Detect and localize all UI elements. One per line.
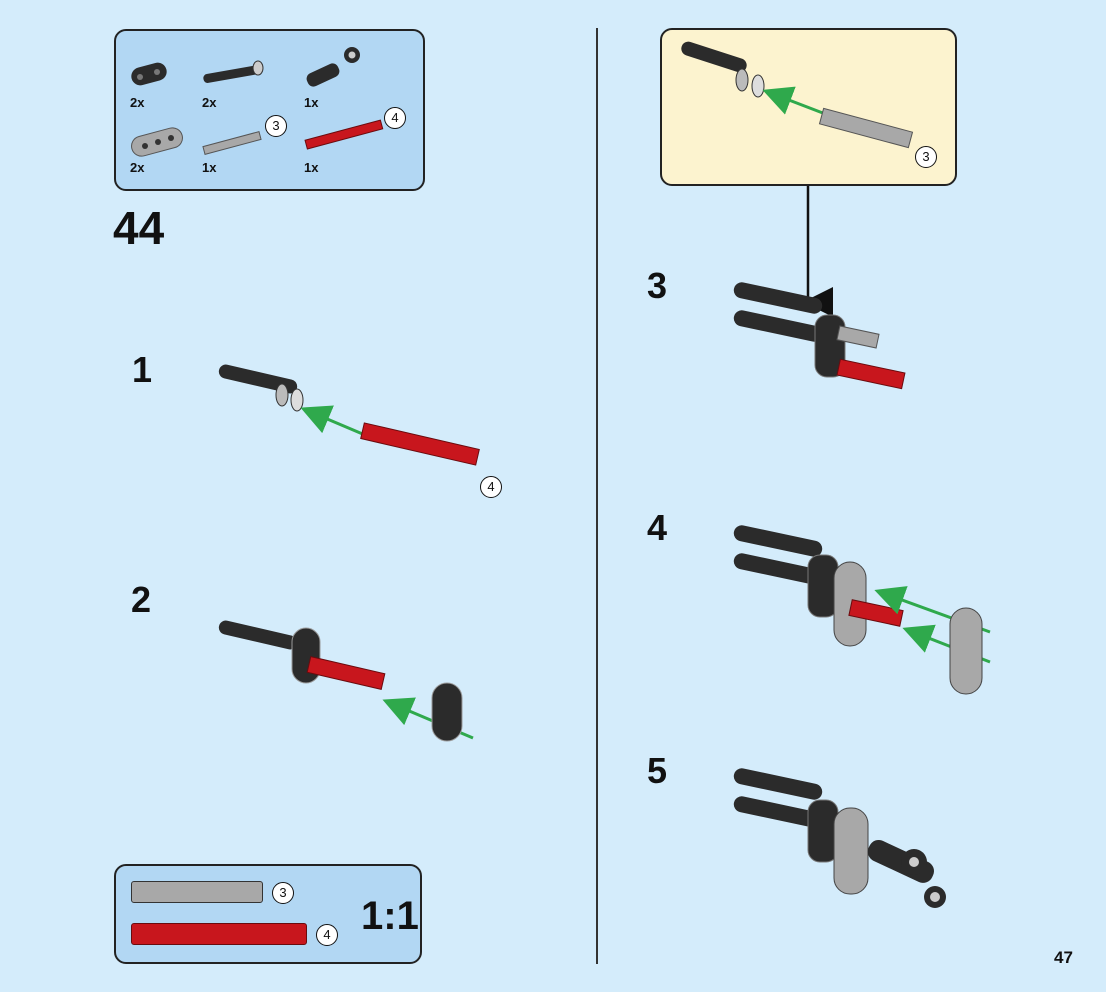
length-callout: 4 — [384, 107, 406, 129]
part-quantity: 1x — [304, 160, 319, 175]
part-quantity: 2x — [130, 160, 145, 175]
length-callout: 3 — [265, 115, 287, 137]
length-callout: 4 — [480, 476, 502, 498]
grey-beam-icon — [131, 127, 183, 157]
step1-illustration — [218, 364, 480, 466]
red-axle-scale-bar — [131, 923, 307, 945]
step-number: 3 — [647, 265, 668, 306]
step-number: 5 — [647, 750, 668, 791]
step-number: 4 — [647, 507, 668, 548]
step3-illustration — [733, 282, 906, 390]
parts-list-panel — [114, 29, 425, 191]
black-beam-icon — [131, 62, 167, 86]
part-quantity: 1x — [202, 160, 217, 175]
page-number: 47 — [1054, 948, 1073, 967]
length-callout: 3 — [915, 146, 937, 168]
step4-illustration — [733, 525, 991, 695]
scale-reference-panel — [114, 864, 422, 964]
step5-illustration — [733, 768, 946, 908]
red-axle-icon — [304, 119, 384, 150]
main-step-number: 44 — [113, 202, 165, 254]
subassembly-illustration — [681, 41, 914, 149]
part-quantity: 2x — [130, 95, 145, 110]
axle-connector-icon — [306, 47, 360, 87]
grey-axle-icon — [202, 131, 262, 155]
column-divider — [596, 28, 598, 964]
length-callout: 4 — [316, 924, 338, 946]
black-pin-icon — [203, 60, 264, 83]
grey-axle-scale-bar — [131, 881, 263, 903]
scale-label: 1:1 — [361, 894, 419, 938]
part-quantity: 2x — [202, 95, 217, 110]
step-number: 2 — [131, 579, 152, 620]
step-number: 1 — [132, 349, 153, 390]
part-quantity: 1x — [304, 95, 319, 110]
length-callout: 3 — [272, 882, 294, 904]
step2-illustration — [218, 620, 474, 742]
